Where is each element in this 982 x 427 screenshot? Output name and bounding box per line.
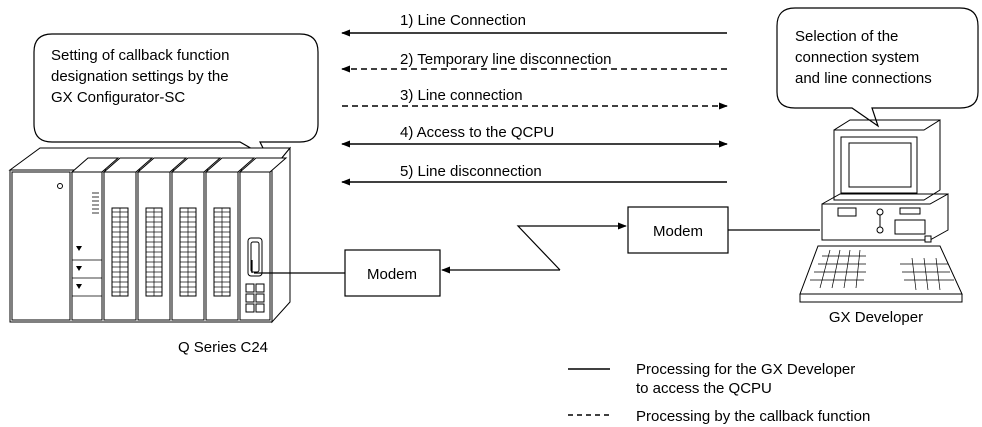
modem-right-label: Modem [653,223,703,240]
callout-right: Selection of the connection system and l… [776,7,979,128]
step-5-label: 5) Line disconnection [400,163,542,180]
connection-lines [251,222,820,274]
step-4-label: 4) Access to the QCPU [400,124,554,141]
callout-left-line-3: GX Configurator-SC [51,89,185,106]
plc-label: Q Series C24 [178,339,268,356]
pc-system-unit [821,193,949,241]
step-3-label: 3) Line connection [400,87,523,104]
callout-left: Setting of callback function designation… [33,33,319,160]
legend-solid-text-2: to access the QCPU [636,380,772,397]
step-1-label: 1) Line Connection [400,12,526,29]
io-module-2 [136,157,188,321]
callout-right-line-3: and line connections [795,70,932,87]
plc-rack [8,146,292,324]
step-arrows: 1) Line Connection 2) Temporary line dis… [341,12,728,186]
modem-left-label: Modem [367,266,417,283]
legend: Processing for the GX Developer to acces… [568,361,870,425]
callout-right-line-2: connection system [795,49,919,66]
step-2-label: 2) Temporary line disconnection [400,51,612,68]
pc-label: GX Developer [829,309,923,326]
legend-solid-text-1: Processing for the GX Developer [636,361,855,378]
modem-left: Modem [344,249,441,297]
callout-right-line-1: Selection of the [795,28,898,45]
modem-right: Modem [627,206,729,254]
pc-computer [799,119,963,303]
telephone-line-upper [516,222,627,271]
callout-left-line-2: designation settings by the [51,68,229,85]
legend-dashed-text: Processing by the callback function [636,408,870,425]
terminal-grids [112,208,230,296]
callout-left-line-1: Setting of callback function [51,47,229,64]
